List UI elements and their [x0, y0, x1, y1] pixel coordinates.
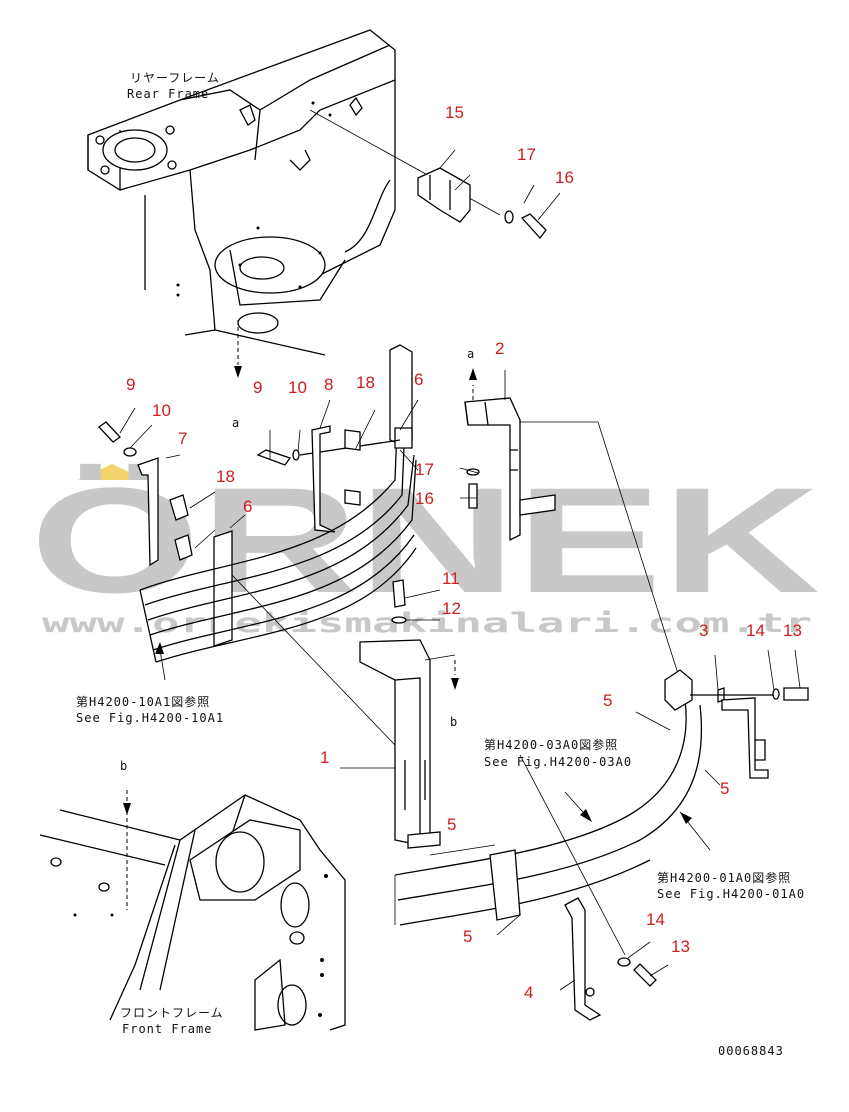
- bracket-3-assembly: [635, 649, 809, 786]
- part-number-9-left: 9: [126, 375, 135, 394]
- part-number-8: 8: [324, 375, 333, 394]
- front-frame-drawing: [39, 790, 346, 1031]
- figure-references: 第H4200-10A1図参照 See Fig.H4200-10A1 第H4200…: [76, 694, 805, 901]
- part-number-5-b: 5: [720, 779, 729, 798]
- watermark: ÖRNEK www.ornekismakinalari.com.tr: [30, 456, 820, 639]
- hose-bundle-lower: [394, 669, 711, 936]
- part-number-5-d: 5: [463, 927, 472, 946]
- part-number-17-mid: 17: [415, 460, 434, 479]
- part-number-13-right: 13: [783, 621, 802, 640]
- rear-frame-drawing: [87, 29, 501, 378]
- part-number-6-mid: 6: [414, 370, 423, 389]
- part-number-14-right: 14: [746, 621, 765, 640]
- part-number-6-left: 6: [243, 497, 252, 516]
- ref-01a0-jp: 第H4200-01A0図参照: [657, 870, 791, 885]
- bracket-2-assembly: [459, 368, 681, 681]
- part-number-4: 4: [524, 983, 533, 1002]
- part-number-labels: 15 17 16 9 10 7 18 6 9 10 8 18 6 2 17 16…: [126, 103, 802, 1002]
- watermark-url: www.ornekismakinalari.com.tr: [42, 608, 812, 639]
- part-number-9-mid: 9: [253, 378, 262, 397]
- rear-frame-label-jp: リヤーフレーム: [130, 71, 220, 85]
- part-number-12: 12: [442, 599, 461, 618]
- front-frame-label-jp: フロントフレーム: [120, 1006, 224, 1020]
- part-number-2: 2: [495, 339, 504, 358]
- part-number-5-a: 5: [603, 691, 612, 710]
- frame-labels: リヤーフレーム Rear Frame フロントフレーム Front Frame: [120, 71, 224, 1036]
- watermark-accent: [78, 464, 146, 480]
- part-number-16-mid: 16: [415, 489, 434, 508]
- front-frame-label-en: Front Frame: [122, 1022, 212, 1036]
- rear-frame-label-en: Rear Frame: [127, 87, 209, 101]
- part-number-15: 15: [445, 103, 464, 122]
- part-number-18-mid: 18: [356, 373, 375, 392]
- ref-03a0-jp: 第H4200-03A0図参照: [484, 737, 618, 752]
- view-mark-a-lower: a: [232, 416, 240, 430]
- view-mark-b-right: b: [450, 715, 458, 729]
- part-number-1: 1: [320, 748, 329, 767]
- part-number-14-low: 14: [646, 910, 665, 929]
- part-number-11: 11: [442, 569, 460, 588]
- bracket-15-assembly: [417, 149, 561, 240]
- watermark-brand: ÖRNEK: [30, 456, 820, 624]
- view-mark-b-left: b: [120, 759, 128, 773]
- part-number-10-left: 10: [152, 401, 171, 420]
- drawing-number: 00068843: [718, 1044, 784, 1058]
- middle-bracket-assembly: [256, 399, 419, 533]
- view-mark-a-upper: a: [467, 347, 475, 361]
- ref-03a0-en: See Fig.H4200-03A0: [484, 755, 632, 769]
- part-number-5-c: 5: [447, 815, 456, 834]
- part-number-7: 7: [178, 429, 187, 448]
- part-number-13-low: 13: [671, 937, 690, 956]
- bracket-4-assembly: [519, 754, 669, 1021]
- ref-10a1-jp: 第H4200-10A1図参照: [76, 694, 210, 709]
- part-number-3: 3: [699, 621, 708, 640]
- part-number-18-left: 18: [216, 467, 235, 486]
- part-number-16-top: 16: [555, 168, 574, 187]
- part-number-10-mid: 10: [288, 378, 307, 397]
- ref-01a0-en: See Fig.H4200-01A0: [657, 887, 805, 901]
- ref-10a1-en: See Fig.H4200-10A1: [76, 711, 224, 725]
- bracket-1-assembly: [231, 574, 459, 849]
- view-markers: a a b b: [120, 347, 475, 773]
- part-number-17-top: 17: [517, 145, 536, 164]
- hose-bundle-upper: [139, 344, 417, 681]
